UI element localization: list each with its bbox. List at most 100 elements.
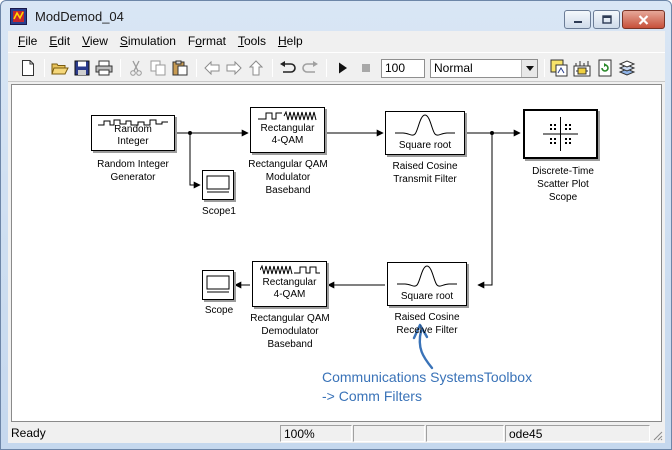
block-text: Rectangular: [260, 123, 315, 134]
open-button[interactable]: [50, 58, 70, 78]
block-text: Rectangular: [262, 277, 317, 288]
stop-simulation-button[interactable]: [356, 58, 376, 78]
toolbar-separator: [326, 59, 327, 77]
block-text: Square root: [398, 140, 452, 151]
tx-raised-cosine-block[interactable]: Square root: [385, 111, 465, 155]
copy-button[interactable]: [148, 58, 168, 78]
minimize-icon: [573, 20, 582, 23]
signal-line: [189, 133, 201, 189]
signal-line: [477, 133, 493, 289]
menu-file[interactable]: File: [12, 31, 43, 51]
build-icon: [550, 59, 568, 77]
scope-icon: [206, 275, 230, 293]
cut-icon: [130, 60, 142, 76]
menu-format[interactable]: Format: [182, 31, 232, 51]
annotation-line: Communications SystemsToolbox: [322, 369, 533, 385]
menu-view-accel: V: [82, 34, 90, 48]
paste-button[interactable]: [170, 58, 190, 78]
chevron-down-icon: [525, 66, 534, 71]
random-integer-block[interactable]: Random Integer: [91, 115, 175, 151]
paste-icon: [172, 60, 188, 76]
toolbar-separator: [120, 59, 121, 77]
menu-bar: File Edit View Simulation Format Tools H…: [8, 31, 665, 51]
save-icon: [74, 60, 90, 76]
block-label-line: Raised Cosine: [392, 161, 458, 172]
simulink-app-icon[interactable]: [10, 8, 27, 25]
block-label-line: Random Integer: [97, 159, 169, 170]
back-button[interactable]: [202, 58, 222, 78]
status-zoom: 100%: [280, 425, 352, 442]
toolbar-separator: [544, 59, 545, 77]
annotation-note[interactable]: Communications SystemsToolbox -> Comm Fi…: [322, 368, 532, 406]
up-icon: [249, 60, 263, 76]
menu-file-rest: ile: [25, 34, 38, 48]
menu-simulation-rest: imulation: [127, 34, 176, 48]
print-icon: [95, 60, 113, 76]
signal-lines: [175, 129, 521, 370]
close-button[interactable]: [622, 10, 665, 29]
block-label-line: Receive Filter: [396, 325, 458, 336]
branch-point: [188, 131, 192, 135]
title-bar[interactable]: ModDemod_04: [1, 1, 671, 31]
start-simulation-button[interactable]: [333, 58, 353, 78]
menu-file-accel: F: [18, 34, 26, 48]
redo-icon: [302, 61, 318, 73]
qam-modulator-block[interactable]: Rectangular 4-QAM: [250, 107, 325, 153]
scope-block[interactable]: [202, 270, 234, 300]
simulation-mode-select[interactable]: Normal: [430, 59, 538, 78]
redo-button[interactable]: [300, 58, 320, 78]
status-solver: ode45: [505, 425, 650, 442]
refresh-button[interactable]: [595, 58, 615, 78]
client-area: File Edit View Simulation Format Tools H…: [8, 31, 665, 443]
random-integer-icon: [98, 119, 168, 126]
library-browser-button[interactable]: [617, 58, 637, 78]
maximize-button[interactable]: [593, 10, 620, 29]
toolbar-separator: [196, 59, 197, 77]
toolbar: 100 Normal: [8, 52, 665, 82]
block-label-line: Raised Cosine: [394, 312, 460, 323]
new-button[interactable]: [18, 58, 38, 78]
menu-help-accel: H: [277, 34, 287, 48]
block-text: Integer: [117, 136, 149, 147]
print-button[interactable]: [94, 58, 114, 78]
undo-icon: [280, 61, 296, 73]
block-label-line: Modulator: [265, 172, 311, 183]
undo-button[interactable]: [278, 58, 298, 78]
forward-button[interactable]: [224, 58, 244, 78]
toolbar-separator: [44, 59, 45, 77]
menu-tools[interactable]: Tools: [232, 31, 272, 51]
resize-grip-icon[interactable]: [651, 429, 663, 441]
up-button[interactable]: [246, 58, 266, 78]
new-icon: [22, 60, 34, 76]
block-label-line: Baseband: [267, 339, 313, 350]
annotation-line: -> Comm Filters: [322, 388, 422, 404]
library-icon: [618, 60, 636, 76]
model-canvas[interactable]: Random Integer Random Integer Generator …: [11, 84, 662, 422]
stop-time-input[interactable]: 100: [381, 59, 425, 78]
dropdown-arrow-button[interactable]: [521, 60, 537, 77]
block-label-line: Baseband: [265, 185, 311, 196]
menu-simulation[interactable]: Simulation: [114, 31, 182, 51]
block-label: Raised Cosine Transmit Filter: [392, 160, 457, 186]
minimize-button[interactable]: [564, 10, 591, 29]
menu-edit[interactable]: Edit: [43, 31, 76, 51]
menu-tools-rest: ools: [243, 34, 266, 48]
menu-help[interactable]: Help: [272, 31, 309, 51]
rx-raised-cosine-block[interactable]: Square root: [387, 262, 467, 306]
refresh-icon: [598, 59, 612, 77]
save-button[interactable]: [72, 58, 92, 78]
menu-view[interactable]: View: [76, 31, 114, 51]
menu-format-accel: o: [195, 34, 202, 48]
block-label-line: Rectangular QAM: [248, 159, 328, 170]
branch-point: [490, 131, 494, 135]
status-bar: Ready 100% ode45: [8, 424, 665, 443]
build-button[interactable]: [549, 58, 569, 78]
block-label-line: Demodulator: [261, 326, 319, 337]
update-diagram-button[interactable]: [572, 58, 592, 78]
qam-waveform-icon: [260, 265, 320, 275]
menu-simulation-accel: S: [119, 34, 128, 48]
scatter-plot-scope-block[interactable]: [523, 109, 598, 159]
qam-demodulator-block[interactable]: Rectangular 4-QAM: [252, 261, 327, 307]
cut-button[interactable]: [126, 58, 146, 78]
scope1-block[interactable]: [202, 170, 234, 200]
